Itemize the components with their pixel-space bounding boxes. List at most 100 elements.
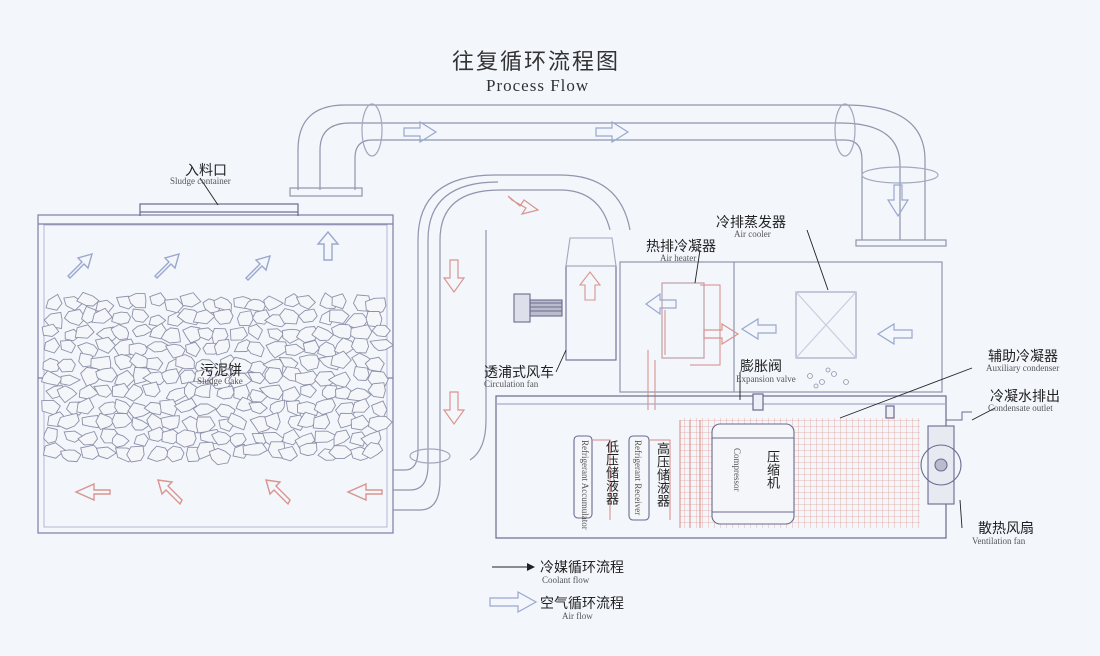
sludge-rock <box>77 430 99 446</box>
sludge-rock <box>267 328 285 342</box>
sludge-rock <box>60 374 82 386</box>
sludge-rock <box>367 415 393 432</box>
sludge-rock <box>179 369 197 385</box>
sludge-rock <box>95 412 115 431</box>
legend-air-label-en: Air flow <box>562 611 593 621</box>
sludge-rock <box>146 445 170 462</box>
sludge-rock <box>350 337 370 354</box>
sludge-rock <box>63 308 87 327</box>
legend-coolant-label: 冷媒循环流程 <box>540 560 624 576</box>
sludge-rock <box>350 414 371 431</box>
sludge-rock <box>165 387 189 403</box>
sludge-rock <box>74 324 95 339</box>
sludge-rock <box>337 412 360 429</box>
sludge-rock <box>59 449 82 463</box>
sludge-rock <box>113 369 136 388</box>
sludge-rock <box>197 327 216 341</box>
sludge-rock <box>126 445 145 463</box>
sludge-rock <box>216 385 235 400</box>
circulation-fan-label-en: Circulation fan <box>484 379 539 389</box>
high-pressure-receiver-label-en: Refrigerant Receiver <box>633 440 643 516</box>
sludge-rock <box>78 384 100 400</box>
sludge-rock <box>227 412 248 431</box>
high-pressure-receiver-label: 高压储液器 <box>654 442 669 507</box>
sludge-rock <box>196 441 216 460</box>
sludge-rock <box>160 415 180 431</box>
title-zh: 往复循环流程图 <box>452 50 621 75</box>
air-heater-label-en: Air heater <box>660 253 697 263</box>
condensate-outlet-label: 冷凝水排出 <box>990 389 1060 405</box>
sludge-rock <box>161 368 180 385</box>
low-pressure-receiver-label-en: Refrigerant Accumulator <box>580 440 590 530</box>
sludge-rock <box>248 401 268 415</box>
sludge-rock <box>264 412 281 431</box>
sludge-rock <box>185 341 201 358</box>
sludge-rock <box>128 342 148 358</box>
sludge-rock <box>264 367 284 385</box>
sludge-rock <box>296 411 317 428</box>
sludge-rock <box>145 341 172 353</box>
drying-chamber <box>37 214 394 534</box>
heat-pump-upper <box>619 261 943 393</box>
sludge-rock <box>328 445 354 459</box>
sludge-rock <box>333 429 351 447</box>
sludge-rock <box>284 293 304 308</box>
condensate-outlet-label-en: Condensate outlet <box>988 403 1053 413</box>
sludge-rock <box>40 370 64 386</box>
sludge-rock <box>148 314 167 327</box>
sludge-rock <box>56 385 78 404</box>
sludge-cake-label: 污泥饼 <box>200 363 242 379</box>
sludge-rock <box>329 309 350 324</box>
sludge-rock <box>258 384 284 401</box>
sludge-rock <box>94 336 117 354</box>
compressor-label: 压缩机 <box>764 450 779 489</box>
sludge-rock <box>297 308 318 323</box>
sludge-rock <box>312 413 331 430</box>
sludge-rock <box>346 387 372 402</box>
sludge-rock <box>42 442 66 459</box>
sludge-rock <box>110 323 130 341</box>
sludge-rock <box>95 299 115 314</box>
sludge-rock <box>277 445 298 462</box>
sludge-rock <box>361 442 384 460</box>
sludge-rock <box>76 291 100 307</box>
expansion-valve-label-en: Expansion valve <box>736 374 796 384</box>
chamber-air-arrows <box>67 230 383 506</box>
sludge-rock <box>208 447 232 466</box>
sludge-rock <box>143 401 164 416</box>
sludge-rock <box>228 356 255 374</box>
sludge-rock <box>146 357 164 371</box>
air-cooler-label: 冷排蒸发器 <box>716 215 786 231</box>
sludge-rock <box>179 292 202 308</box>
sludge-rock <box>298 354 320 371</box>
sludge-rock <box>371 400 388 419</box>
sludge-rock <box>213 338 231 356</box>
sludge-rock <box>371 324 391 338</box>
sludge-rock <box>163 298 185 314</box>
sludge-rock <box>333 337 357 356</box>
sludge-rock <box>111 433 130 448</box>
sludge-rock <box>210 431 233 446</box>
sludge-rock <box>265 341 289 359</box>
sludge-rock <box>269 399 285 417</box>
sludge-rock <box>159 399 178 417</box>
sludge-rock <box>212 308 234 325</box>
sludge-rock <box>369 339 395 352</box>
sludge-rock <box>193 368 212 383</box>
sludge-rock <box>330 323 355 340</box>
sludge-inlet <box>139 203 299 216</box>
sludge-rock <box>127 402 154 419</box>
sludge-rock <box>95 446 118 460</box>
sludge-rock <box>330 350 352 369</box>
auxiliary-condenser-label: 辅助冷凝器 <box>988 349 1058 365</box>
sludge-rock <box>76 397 95 415</box>
sludge-rock <box>193 383 212 398</box>
sludge-rock <box>43 311 63 330</box>
sludge-rock <box>76 342 99 359</box>
sludge-rock <box>367 382 386 399</box>
sludge-rock <box>60 339 77 354</box>
sludge-rock <box>365 297 387 315</box>
sludge-cake-fill <box>40 291 395 466</box>
sludge-rock <box>351 398 370 413</box>
